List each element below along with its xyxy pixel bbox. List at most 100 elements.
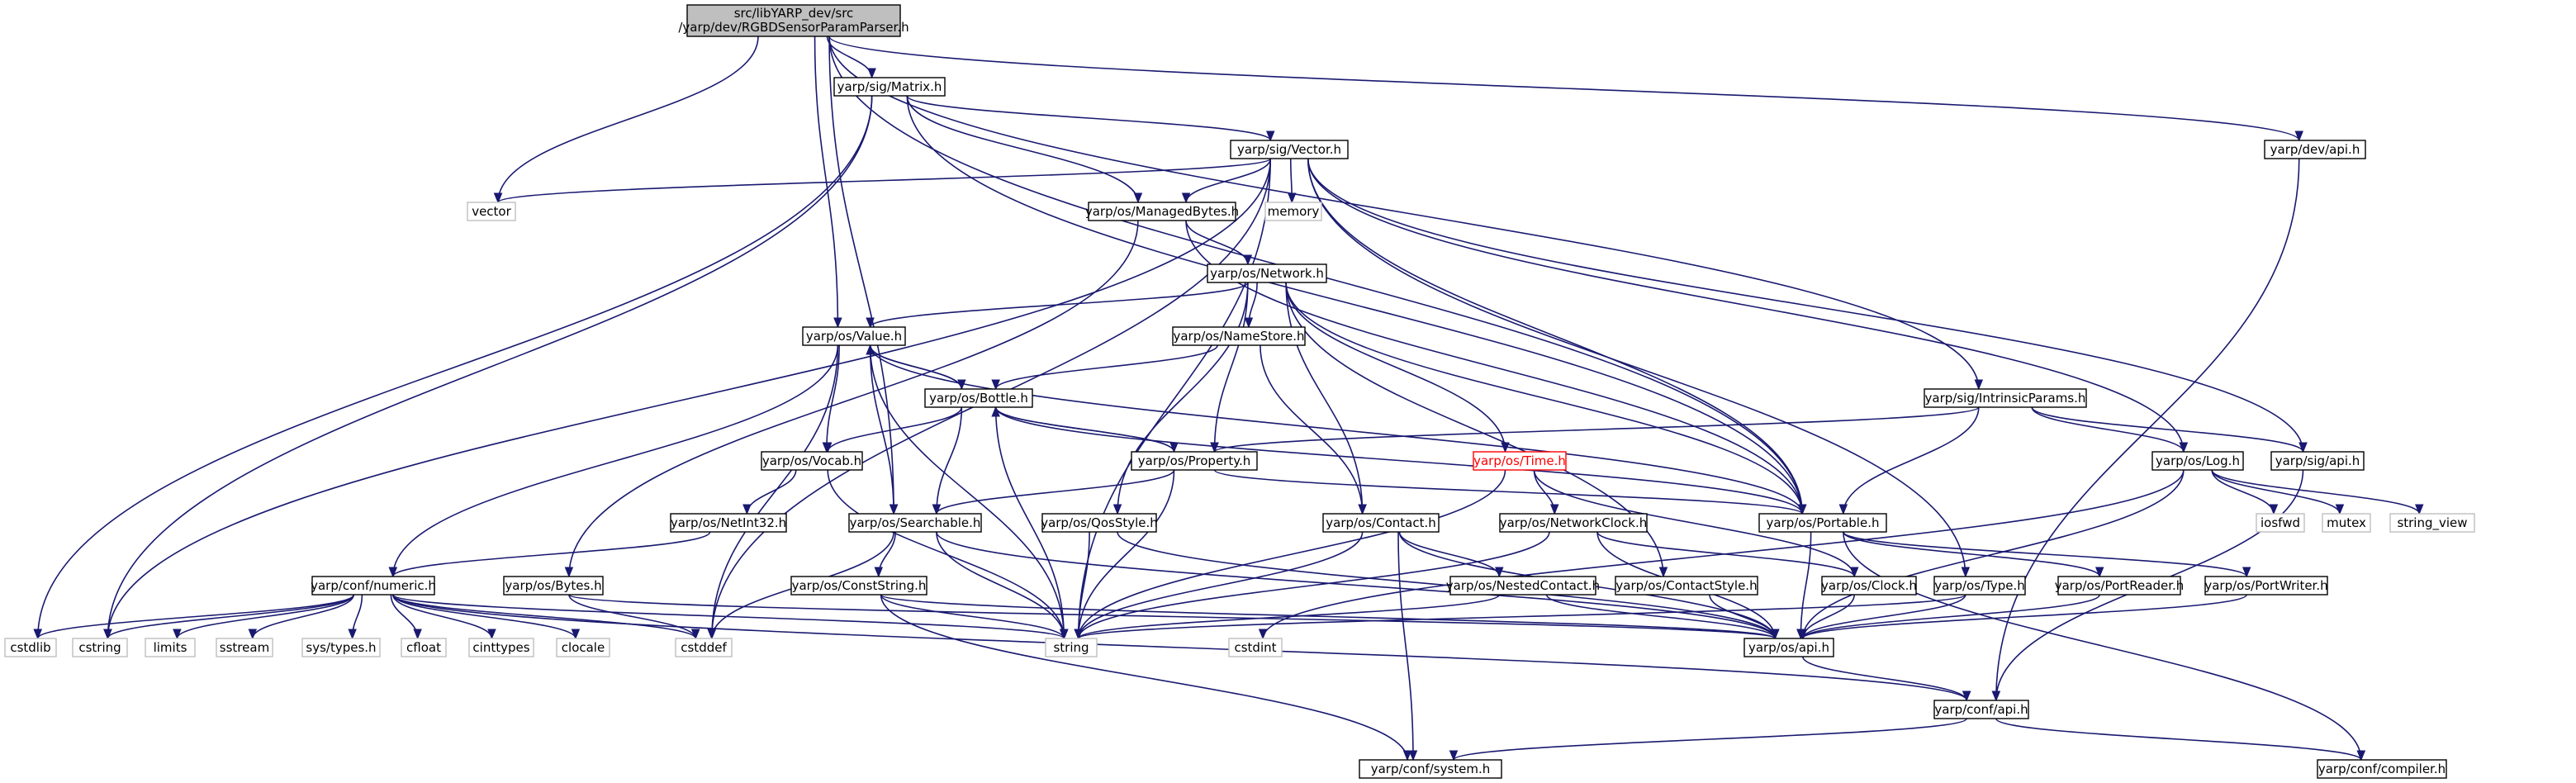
node-clock[interactable]: yarp/os/Clock.h [1821,576,1917,596]
edge-nestedcontact-to-string [1077,594,1501,639]
node-network[interactable]: yarp/os/Network.h [1207,263,1327,283]
node-portwriter[interactable]: yarp/os/PortWriter.h [2204,576,2328,596]
edge-root-to-searchable [828,36,894,515]
node-log[interactable]: yarp/os/Log.h [2151,451,2244,471]
node-namestore[interactable]: yarp/os/NameStore.h [1172,326,1306,346]
node-conf-api[interactable]: yarp/conf/api.h [1933,700,2029,719]
edge-portable-to-portreader [1843,531,2100,577]
arrowhead-networkclock-to-clock [1849,567,1859,578]
node-box-contactstyle [1615,576,1758,596]
edge-root-to-intrinsic [828,36,1980,390]
node-vector-h[interactable]: yarp/sig/Vector.h [1230,140,1349,159]
arrowhead-numeric-to-systypes [348,629,357,640]
node-box-bottle [924,388,1033,408]
node-box-bytes [503,576,604,596]
edge-vector_h-to-managedbytes [1185,158,1272,203]
node-label-cstddef: cstddef [681,640,727,655]
arrowhead-bottle-to-value [866,344,875,355]
node-label-value: yarp/os/Value.h [806,329,902,344]
node-type[interactable]: yarp/os/Type.h [1933,576,2026,596]
edge-vocab-to-string [827,469,1065,639]
node-label-system: yarp/conf/system.h [1371,762,1491,776]
node-box-vector [467,202,516,221]
node-box-numeric [311,576,435,596]
node-label-managedbytes: yarp/os/ManagedBytes.h [1085,204,1239,219]
arrowhead-root-to-matrix [867,68,876,79]
node-managedbytes[interactable]: yarp/os/ManagedBytes.h [1085,202,1239,221]
node-string-view: string_view [2389,513,2475,533]
arrowhead-conf_api-to-compiler [2356,750,2366,762]
edge-vector_h-to-portable [1307,158,1803,515]
node-bottle[interactable]: yarp/os/Bottle.h [924,388,1033,408]
arrowhead-vector_h-to-vector [493,192,503,204]
node-root[interactable]: src/libYARP_dev/src/yarp/dev/RGBDSensorP… [678,4,909,37]
node-box-namestore [1172,326,1306,346]
node-qosstyle[interactable]: yarp/os/QosStyle.h [1041,513,1158,533]
edge-portwriter-to-os_api [1802,594,2247,639]
arrowhead-time-to-networkclock [1550,504,1559,515]
node-label-root: /yarp/dev/RGBDSensorParamParser.h [678,20,908,35]
node-conststring[interactable]: yarp/os/ConstString.h [790,576,927,596]
node-label-portwriter: yarp/os/PortWriter.h [2204,578,2327,593]
node-property[interactable]: yarp/os/Property.h [1131,451,1258,471]
edge-managedbytes-to-bytes [568,220,1139,577]
node-sig-api[interactable]: yarp/sig/api.h [2270,451,2365,471]
node-os-api[interactable]: yarp/os/api.h [1743,638,1834,657]
node-bytes[interactable]: yarp/os/Bytes.h [503,576,604,596]
node-matrix[interactable]: yarp/sig/Matrix.h [833,77,946,97]
node-compiler[interactable]: yarp/conf/compiler.h [2317,759,2447,779]
node-numeric[interactable]: yarp/conf/numeric.h [311,576,436,596]
node-intrinsic[interactable]: yarp/sig/IntrinsicParams.h [1924,388,2087,408]
node-limits: limits [145,638,196,657]
node-contact[interactable]: yarp/os/Contact.h [1322,513,1440,533]
node-contactstyle[interactable]: yarp/os/ContactStyle.h [1615,576,1758,596]
edge-value-to-cstddef [711,344,839,639]
node-label-conststring: yarp/os/ConstString.h [792,578,927,593]
edge-value-to-searchable [869,344,894,515]
arrowhead-portable-to-portreader [2094,567,2104,578]
node-systypes: sys/types.h [301,638,381,657]
node-networkclock[interactable]: yarp/os/NetworkClock.h [1499,513,1648,533]
node-searchable[interactable]: yarp/os/Searchable.h [848,513,982,533]
arrowhead-matrix-to-vector_h [1266,130,1275,142]
edge-time-to-string [1077,469,1506,639]
node-vocab[interactable]: yarp/os/Vocab.h [761,451,863,471]
node-box-searchable [848,513,982,533]
node-netint32[interactable]: yarp/os/NetInt32.h [670,513,787,533]
node-portable[interactable]: yarp/os/Portable.h [1758,513,1887,533]
node-label-conf-api: yarp/conf/api.h [1934,702,2028,717]
arrowhead-numeric-to-cfloat [413,629,422,640]
node-mutex: mutex [2322,513,2371,533]
node-box-cinttypes [468,638,534,657]
node-portreader[interactable]: yarp/os/PortReader.h [2055,576,2185,596]
node-box-value [802,326,906,346]
node-label-log: yarp/os/Log.h [2156,453,2240,468]
node-dev-api[interactable]: yarp/dev/api.h [2264,140,2366,159]
node-box-managedbytes [1088,202,1236,221]
arrowhead-sig_api-to-conf_api [1991,690,2001,702]
node-time[interactable]: yarp/os/Time.h [1473,451,1567,471]
node-label-vocab: yarp/os/Vocab.h [762,453,861,468]
edge-vocab-to-netint32 [746,469,797,515]
edge-bytes-to-cstddef [568,594,696,639]
node-nestedcontact[interactable]: yarp/os/NestedContact.h [1446,576,1600,596]
edge-intrinsic-to-log [2031,406,2185,453]
node-value[interactable]: yarp/os/Value.h [802,326,906,346]
node-label-clock: yarp/os/Clock.h [1821,578,1917,593]
arrowhead-conf_api-to-system [1449,750,1459,762]
node-label-string-view: string_view [2397,515,2467,531]
edge-numeric-to-sstream [252,594,354,639]
arrowhead-log-to-cstdint [1258,629,1268,640]
edge-value-to-vocab [826,344,840,453]
node-system[interactable]: yarp/conf/system.h [1359,759,1502,779]
arrowhead-intrinsic-to-log [2179,442,2189,453]
edge-value-to-string [869,344,1065,639]
node-box-sig-api [2270,451,2365,471]
edge-time-to-clock [1533,469,1855,577]
arrowhead-vector_h-to-memory [1288,192,1297,204]
node-box-portwriter [2204,576,2328,596]
node-label-cstring: cstring [78,640,121,655]
node-box-limits [145,638,196,657]
edge-qosstyle-to-os_api [1117,531,1776,639]
node-box-cstdlib [4,638,57,657]
